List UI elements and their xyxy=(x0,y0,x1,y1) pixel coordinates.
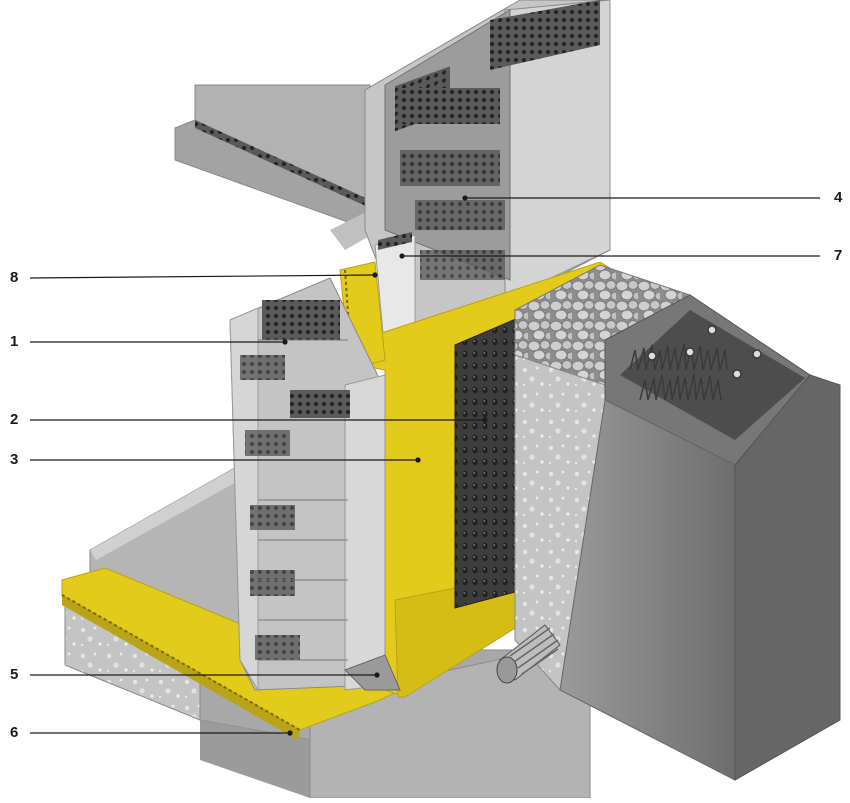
leader-dot-6 xyxy=(287,730,293,736)
leader-lines xyxy=(29,195,820,736)
callout-8: 8 xyxy=(10,269,19,286)
leader-dot-3 xyxy=(415,457,421,463)
leader-dot-5 xyxy=(374,672,380,678)
callout-6: 6 xyxy=(10,724,19,741)
leader-dot-8 xyxy=(372,272,378,278)
vertical-membrane xyxy=(339,261,611,698)
callout-7: 7 xyxy=(834,247,843,264)
lower-block-wall xyxy=(229,277,401,692)
leader-dot-2 xyxy=(482,417,488,423)
drain-pipe-icon xyxy=(496,624,561,684)
leader-dot-7 xyxy=(399,253,405,259)
grass-tuft-icon xyxy=(629,325,762,401)
leader-dot-1 xyxy=(282,339,288,345)
callout-1: 1 xyxy=(10,333,19,350)
callout-4: 4 xyxy=(834,189,843,206)
leader-dot-4 xyxy=(462,195,468,201)
horizontal-membrane xyxy=(61,567,402,740)
callout-3: 3 xyxy=(10,451,19,468)
callout-5: 5 xyxy=(10,666,19,683)
upper-floor-slab xyxy=(174,84,380,250)
soil-with-grass xyxy=(559,294,841,781)
leader-line-8 xyxy=(29,274,376,279)
callout-2: 2 xyxy=(10,411,19,428)
upper-block-wall xyxy=(364,0,611,351)
